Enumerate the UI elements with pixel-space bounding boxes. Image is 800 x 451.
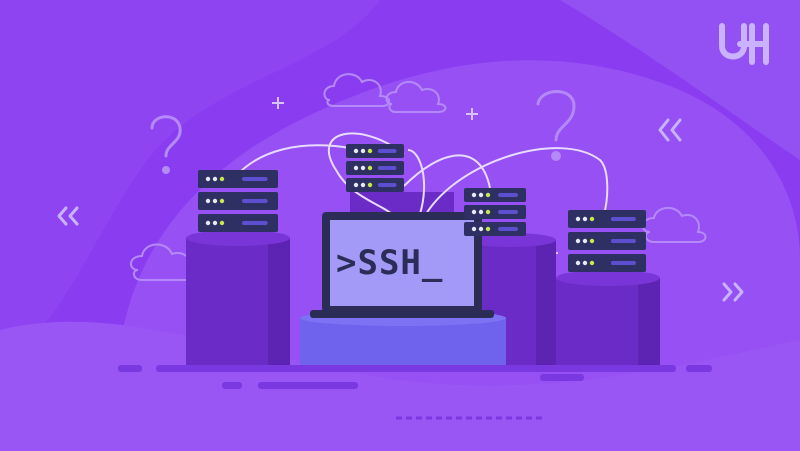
background-blob-left [0,0,380,360]
server-led [367,165,373,171]
server-rack-icon [198,170,278,232]
server-led [212,220,218,226]
server-led [353,148,359,154]
chevron-right-double-icon [722,282,744,302]
server-stripe [377,183,397,187]
server-led [485,192,491,198]
server-stripe [242,199,268,203]
server-led [478,192,484,198]
plus-icon [272,97,284,109]
server-led [589,260,595,266]
server-led [589,216,595,222]
cylinder-right [556,270,660,370]
question-mark-icon [536,90,576,161]
server-led [219,176,225,182]
server-unit [198,170,278,188]
server-led [212,198,218,204]
server-led [471,226,477,232]
server-unit [568,210,646,228]
network-cables [235,132,609,215]
server-unit [346,178,404,192]
server-led [478,226,484,232]
server-unit [198,214,278,232]
server-led [219,198,225,204]
server-led [582,238,588,244]
server-led [205,220,211,226]
server-led [205,176,211,182]
background-blob-right [560,0,800,160]
server-unit [464,188,526,202]
server-unit [346,161,404,175]
cloud-icon [323,73,391,107]
server-led [575,260,581,266]
server-led [575,238,581,244]
server-led [367,182,373,188]
server-led [360,148,366,154]
laptop-pedestal [300,310,506,368]
uh-logo [719,23,769,65]
server-unit [568,254,646,272]
server-led [353,165,359,171]
server-led [582,216,588,222]
question-mark-icon [150,115,182,174]
cloud-icon [385,81,447,113]
server-stripe [242,221,268,225]
server-stripe [498,210,518,214]
server-led [582,260,588,266]
server-stripe [498,193,518,197]
server-stripe [377,166,397,170]
server-stripe [242,177,268,181]
server-rack-icon [568,210,646,272]
server-stripe [610,239,636,243]
server-unit [346,144,404,158]
chevron-left-double-icon [57,206,79,226]
server-led [205,198,211,204]
server-led [212,176,218,182]
server-led [367,148,373,154]
cloud-icon [642,207,707,243]
server-led [219,220,225,226]
server-stripe [377,149,397,153]
server-stripe [498,227,518,231]
server-unit [464,222,526,236]
server-led [360,182,366,188]
server-unit [198,192,278,210]
server-racks [198,144,646,272]
cylinder-left [186,230,290,368]
server-unit [568,232,646,250]
server-led [360,165,366,171]
server-unit [464,205,526,219]
server-led [353,182,359,188]
server-led [471,192,477,198]
server-led [478,209,484,215]
ssh-screen-text: >SSH_ [336,243,444,283]
server-led [485,226,491,232]
server-rack-icon [346,144,404,192]
laptop-icon [310,212,494,318]
server-stripe [610,261,636,265]
server-led [589,238,595,244]
server-led [575,216,581,222]
server-rack-icon [464,188,526,236]
plus-icon [466,108,478,120]
server-led [485,209,491,215]
chevron-left-double-icon [658,118,682,142]
server-stripe [610,217,636,221]
ground-lines [118,365,712,389]
server-led [471,209,477,215]
cylinder-right-middle [466,233,556,370]
